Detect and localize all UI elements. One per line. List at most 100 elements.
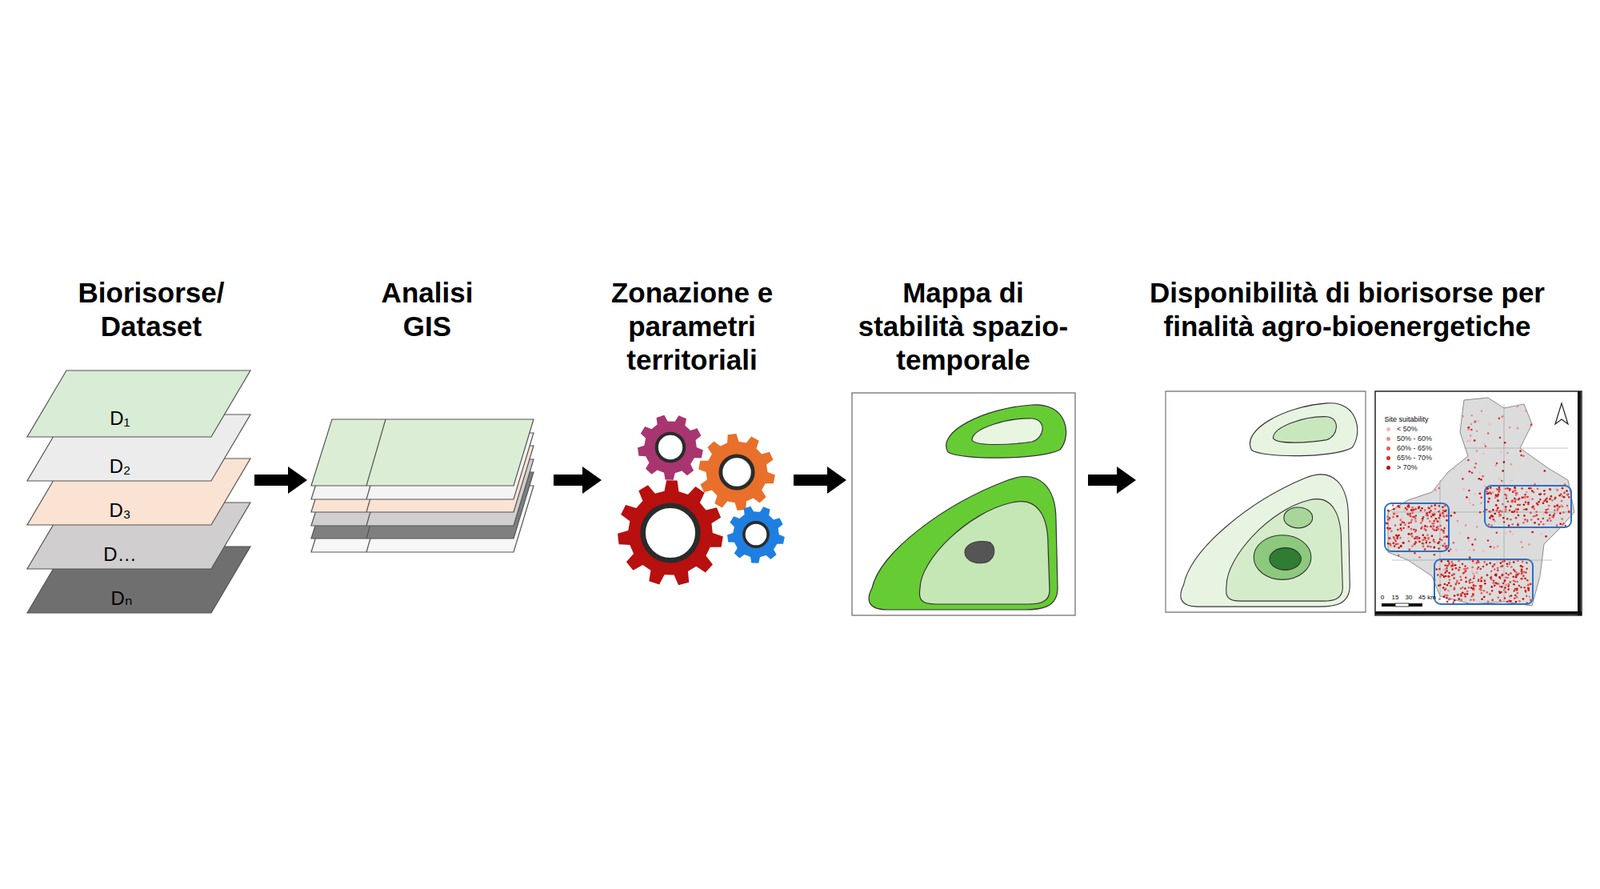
suitability-dot [1460, 592, 1463, 596]
suitability-dot [1496, 531, 1499, 534]
suitability-dot [1410, 528, 1413, 531]
flow-arrow [793, 466, 847, 494]
suitability-dot [1460, 579, 1463, 582]
suitability-dot [1457, 582, 1460, 585]
suitability-dot [1430, 504, 1433, 508]
suitability-dot [1495, 509, 1498, 512]
suitability-dot [1457, 560, 1460, 563]
suitability-dot [1492, 491, 1495, 494]
scale-number: 45 km [1418, 593, 1436, 601]
suitability-dot [1387, 509, 1390, 512]
suitability-dot [1474, 584, 1477, 588]
suitability-dot [1432, 522, 1436, 525]
suitability-dot [1420, 507, 1424, 510]
suitability-dot [1504, 532, 1508, 535]
suitability-dot [1487, 539, 1490, 542]
suitability-dot [1444, 564, 1447, 567]
suitability-dot [1447, 560, 1450, 563]
suitability-dot [1456, 593, 1460, 596]
gear [727, 506, 785, 564]
suitability-dot [1466, 592, 1469, 596]
suitability-dot [1533, 508, 1536, 511]
scale-number: 15 [1392, 593, 1400, 601]
suitability-dot [1496, 499, 1500, 502]
flow-arrow [254, 466, 308, 494]
layer-divider [366, 419, 386, 486]
suitability-dot [1396, 537, 1399, 540]
suitability-dot [1453, 594, 1456, 597]
suitability-dot [1449, 548, 1452, 551]
suitability-dot [1496, 596, 1500, 600]
suitability-dot [1408, 514, 1412, 517]
suitability-dot [1404, 507, 1408, 510]
suitability-dot [1428, 541, 1432, 544]
suitability-dot [1530, 518, 1533, 521]
contour [1272, 416, 1336, 443]
suitability-dot [1516, 427, 1520, 430]
suitability-dot [1464, 576, 1468, 580]
suitability-dot [1385, 522, 1388, 525]
suitability-dot [1445, 535, 1448, 538]
suitability-dot [1409, 515, 1412, 518]
suitability-dot [1520, 564, 1523, 568]
suitability-dot [1405, 522, 1408, 525]
stage-heading: Mappa di stabilità spazio-temporale [851, 276, 1076, 377]
suitability-dot [1545, 500, 1548, 504]
suitability-dot [1473, 575, 1476, 578]
suitability-dot [1503, 588, 1506, 592]
suitability-dot [1516, 492, 1519, 495]
suitability-dot [1479, 511, 1482, 514]
suitability-dot [1400, 544, 1403, 548]
suitability-dot [1397, 554, 1400, 557]
suitability-dot [1471, 543, 1474, 546]
suitability-dot [1536, 518, 1540, 521]
suitability-dot [1434, 508, 1437, 511]
gears [617, 415, 785, 585]
suitability-dot [1499, 436, 1502, 440]
suitability-dot [1427, 536, 1430, 540]
suitability-dot [1563, 492, 1566, 495]
suitability-dot [1496, 488, 1500, 491]
legend-swatch [1386, 446, 1391, 451]
suitability-dot [1531, 489, 1534, 492]
legend-swatch [1386, 427, 1391, 432]
suitability-dot [1424, 508, 1427, 512]
suitability-dot [1536, 502, 1539, 505]
suitability-dot [1472, 560, 1475, 563]
suitability-dot [1504, 572, 1508, 575]
suitability-dot [1526, 579, 1529, 582]
suitability-dot [1489, 545, 1492, 548]
suitability-dot [1434, 488, 1437, 492]
suitability-dot [1423, 527, 1426, 530]
suitability-dot [1483, 596, 1486, 599]
suitability-dot [1521, 496, 1524, 500]
suitability-dot [1524, 493, 1527, 496]
legend-text: 50% - 60% [1396, 434, 1432, 444]
suitability-dot [1532, 515, 1536, 518]
suitability-dot [1461, 586, 1464, 589]
suitability-dot [1467, 428, 1470, 431]
suitability-dot [1562, 522, 1565, 525]
suitability-dot [1429, 525, 1432, 528]
suitability-dot [1566, 493, 1569, 496]
suitability-dot [1436, 542, 1440, 545]
suitability-dot [1442, 509, 1445, 512]
suitability-dot [1457, 568, 1460, 572]
suitability-dot [1506, 583, 1509, 586]
suitability-dot [1464, 580, 1468, 584]
suitability-dot [1388, 537, 1392, 540]
suitability-dot [1494, 573, 1497, 576]
suitability-dot [1497, 582, 1500, 585]
suitability-dot [1551, 515, 1554, 518]
suitability-dot [1415, 514, 1418, 517]
suitability-dot [1445, 567, 1448, 570]
suitability-dot [1499, 585, 1502, 588]
suitability-dot [1501, 564, 1504, 568]
suitability-dot [1427, 507, 1430, 510]
suitability-dot [1501, 503, 1504, 506]
suitability-dot [1556, 488, 1559, 492]
suitability-dot [1506, 576, 1509, 580]
suitability-dot [1512, 532, 1515, 536]
suitability-dot [1500, 480, 1504, 483]
suitability-dot [1396, 512, 1399, 515]
